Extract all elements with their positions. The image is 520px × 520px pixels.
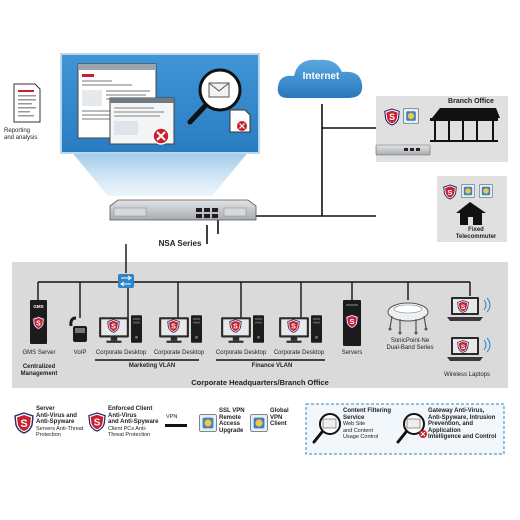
voip-label: VoIP [73,350,87,356]
telecommuter-panel [437,176,507,242]
nsa-appliance-icon [109,199,257,221]
gms-server-label: GMS Server [22,350,56,356]
branch-office-panel [375,96,508,162]
branch-office-label: Branch Office [448,98,494,105]
house-icon [456,202,486,225]
wireless-laptop-2 [447,337,491,361]
corporate-desktop-label-3: Corporate Desktop [215,350,267,356]
gateway-av-icon [396,413,427,444]
legend-vpn-line [165,424,187,427]
infected-document-icon [229,109,251,133]
legend-vpn-label: VPN [166,414,178,420]
switch-icon [118,274,134,288]
wireless-laptops-label: Wireless Laptops [443,372,491,378]
nsa-series-label: NSA Series [158,239,202,248]
ssl-vpn-icon [461,184,475,198]
blocked-icon [152,127,170,145]
report-document-icon [13,83,41,123]
office-building-icon [430,108,500,142]
wireless-access-point-icon [387,302,429,335]
legend-gateway: Gateway Anti-Virus,Anti-Spyware, Intrusi… [428,408,497,440]
corporate-desktop-label-2: Corporate Desktop [153,350,205,356]
management-console [60,53,260,196]
ssl-vpn-tile-icon [199,414,217,432]
corporate-desktop-label-4: Corporate Desktop [273,350,325,356]
legend-client-shield-icon [88,412,106,432]
wireless-laptop-1 [447,297,491,321]
magnifier-icon [187,68,242,125]
legend-server-shield-icon [14,412,34,434]
screenshot-dialog-icon [109,97,175,145]
gms-badge: GMS [33,304,44,309]
corporate-desktop-label-1: Corporate Desktop [95,350,147,356]
finance-vlan-label: Finance VLAN [251,363,293,369]
global-vpn-tile-icon [250,414,268,432]
internet-cloud-icon [277,59,363,98]
hq-title: Corporate Headquarters/Branch Office [191,378,329,387]
branch-appliance-icon [375,144,431,156]
gms-server-icon [30,300,47,344]
global-vpn-icon [403,108,419,124]
servers-icon [343,300,361,346]
voip-phone-icon [69,316,87,342]
servers-label: Servers [341,350,363,356]
internet-label: Internet [302,71,340,82]
global-vpn-icon [479,184,493,198]
marketing-vlan-label: Marketing VLAN [128,363,176,369]
content-filter-icon [312,413,341,444]
